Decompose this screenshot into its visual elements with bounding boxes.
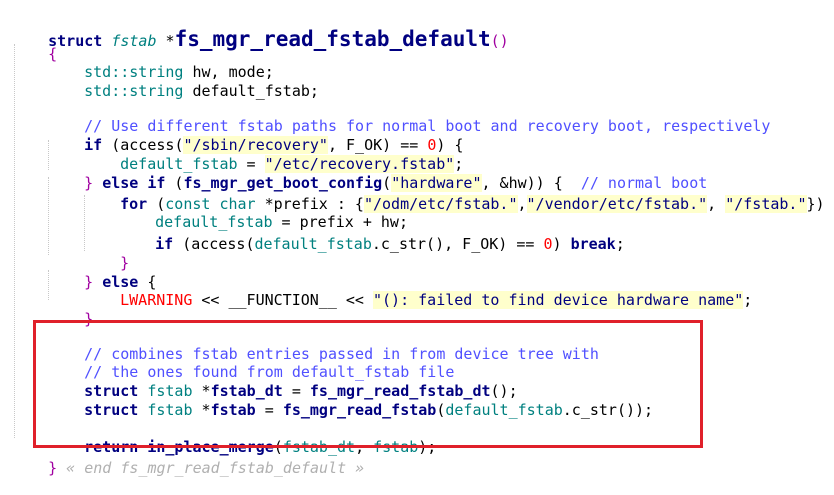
code-line-close-for[interactable]: } [84, 236, 129, 254]
code-line-assign-prefix[interactable]: default_fstab = prefix + hw; [119, 195, 408, 213]
semicolon: ; [743, 291, 752, 309]
punct: ) [553, 235, 571, 253]
keyword-break: break [571, 235, 616, 253]
punct: ( [173, 235, 191, 253]
number-literal: 0 [543, 235, 552, 253]
type-std-string: std::string [84, 82, 183, 100]
code-line-function-signature[interactable]: struct fstab *fs_mgr_read_fstab_default(… [12, 3, 509, 27]
highlight-box [33, 320, 703, 448]
stream-ops: << __FUNCTION__ << [192, 291, 373, 309]
code-line-open-brace[interactable]: { [12, 27, 57, 45]
code-line-else-if-boot-config[interactable]: } else if (fs_mgr_get_boot_config("hardw… [48, 156, 707, 174]
code-line-close-else[interactable]: } [48, 292, 93, 310]
call-access: access [191, 235, 245, 253]
string-literal: "(): failed to find device hardware name… [373, 291, 743, 309]
code-line-comment-paths[interactable]: // Use different fstab paths for normal … [48, 99, 770, 117]
code-line-else[interactable]: } else { [48, 255, 156, 273]
code-line-for-prefix[interactable]: for (const char *prefix : {"/odm/etc/fst… [84, 177, 834, 195]
code-line-decl-default-fstab[interactable]: std::string default_fstab; [48, 64, 319, 82]
punct: .c_str(), F_OK) == [372, 235, 544, 253]
keyword-if: if [155, 235, 173, 253]
semicolon: ; [616, 235, 625, 253]
decl-rest: default_fstab; [183, 82, 318, 100]
code-line-if-access-break[interactable]: if (access(default_fstab.c_str(), F_OK) … [119, 217, 625, 235]
fold-marker[interactable]: « end fs_mgr_read_fstab_default » [57, 459, 364, 477]
string-literal: "/fstab." [725, 195, 806, 213]
comma: , [707, 195, 725, 213]
code-line-assign-recovery[interactable]: default_fstab = "/etc/recovery.fstab"; [84, 137, 463, 155]
comma: , [518, 195, 527, 213]
code-line-if-recovery[interactable]: if (access("/sbin/recovery", F_OK) == 0)… [48, 118, 463, 136]
indent-guide [14, 44, 15, 438]
var-default-fstab: default_fstab [254, 235, 371, 253]
code-line-lwarning[interactable]: LWARNING << __FUNCTION__ << "(): failed … [84, 273, 752, 291]
code-line-decl-hw-mode[interactable]: std::string hw, mode; [48, 45, 274, 63]
punct: }) { [807, 195, 834, 213]
string-literal: "/vendor/etc/fstab." [527, 195, 708, 213]
code-editor[interactable]: struct fstab *fs_mgr_read_fstab_default(… [0, 0, 834, 459]
macro-lwarning: LWARNING [120, 291, 192, 309]
close-brace: } [48, 459, 57, 477]
parens: () [491, 32, 509, 50]
